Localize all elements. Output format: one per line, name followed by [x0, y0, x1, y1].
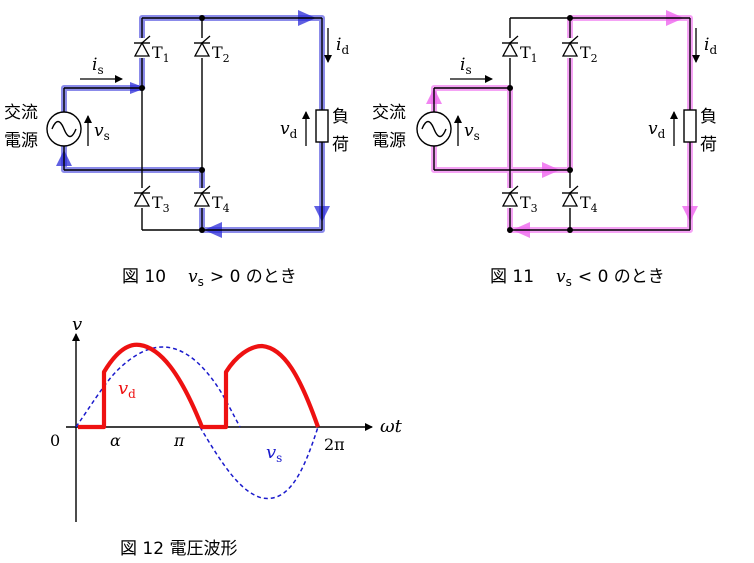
load-label-bottom: 荷 — [700, 135, 717, 155]
t4-label: T4 — [580, 193, 598, 215]
thyristor-t3-icon — [501, 185, 519, 208]
load-label-top: 負 — [332, 107, 349, 127]
junction-dot — [567, 167, 573, 173]
x-axis-label: ωt — [380, 416, 403, 437]
t2-label: T2 — [212, 43, 230, 65]
ac-source-icon — [46, 111, 82, 147]
t1-label: T1 — [152, 43, 170, 65]
vd-label: vd — [648, 119, 666, 141]
junction-dot — [507, 227, 513, 233]
thyristor-t4-icon — [193, 185, 211, 208]
t3-label: T3 — [152, 193, 170, 215]
junction-dot — [507, 85, 513, 91]
thyristor-t3-icon — [133, 185, 151, 208]
source-label-top: 交流 — [4, 103, 38, 123]
thyristor-t2-icon — [193, 35, 211, 58]
id-label: id — [704, 35, 717, 57]
vd-series — [78, 342, 320, 430]
vs-label: vs — [94, 121, 110, 143]
figure-12: v ωt 0 α π 2π vd vs 図 12 電圧波形 — [50, 314, 403, 559]
junction-dot — [139, 85, 145, 91]
thyristor-t1-icon — [501, 35, 519, 58]
junction-dot — [199, 227, 205, 233]
vd-series-label: vd — [118, 378, 136, 401]
load-resistor-icon — [315, 109, 329, 143]
y-axis-label: v — [72, 314, 82, 335]
junction-dot — [199, 167, 205, 173]
junction-dot — [567, 227, 573, 233]
thyristor-t1-icon — [133, 35, 151, 58]
source-label-bottom: 電源 — [4, 131, 38, 151]
t3-label: T3 — [520, 193, 538, 215]
t4-label: T4 — [212, 193, 230, 215]
ac-source-icon — [416, 111, 452, 147]
junction-dot — [199, 15, 205, 21]
load-resistor-icon — [683, 109, 697, 143]
source-label-bottom: 電源 — [372, 131, 406, 151]
is-label: is — [92, 55, 104, 77]
vd-label: vd — [280, 119, 298, 141]
tick-label-pi: π — [173, 431, 185, 450]
tick-label-2pi: 2π — [324, 435, 345, 454]
vs-series-upper — [75, 346, 241, 428]
tick-label-alpha: α — [110, 431, 121, 450]
vs-series-label: vs — [266, 442, 282, 465]
id-label: id — [336, 35, 349, 57]
load-label-bottom: 荷 — [332, 135, 349, 155]
origin-label: 0 — [50, 431, 60, 450]
t1-label: T1 — [520, 43, 538, 65]
thyristor-t4-icon — [561, 185, 579, 208]
thyristor-t2-icon — [561, 35, 579, 58]
vs-label: vs — [464, 121, 480, 143]
load-label-top: 負 — [700, 107, 717, 127]
vs-series-lower — [199, 426, 319, 500]
is-label: is — [460, 55, 472, 77]
caption-figure-12: 図 12 電圧波形 — [120, 539, 237, 559]
source-label-top: 交流 — [372, 103, 406, 123]
circuit-wires-10 — [63, 17, 323, 231]
junction-dot — [567, 15, 573, 21]
t2-label: T2 — [580, 43, 598, 65]
